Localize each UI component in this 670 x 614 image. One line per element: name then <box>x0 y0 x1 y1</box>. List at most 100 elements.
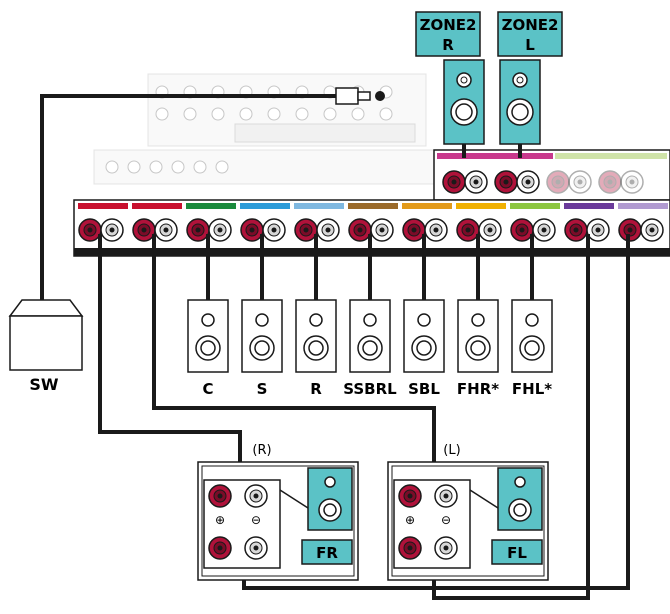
negative-terminal <box>424 218 448 242</box>
woofer-cone <box>513 503 527 517</box>
negative-terminal <box>244 536 268 560</box>
positive-terminal <box>240 218 264 242</box>
negative-terminal <box>316 218 340 242</box>
front-speaker-left: (L) ⊕ ⊖ FL <box>387 443 549 581</box>
woofer-cone <box>323 503 337 517</box>
subwoofer-cable <box>40 94 340 300</box>
tweeter <box>201 313 215 327</box>
speaker-6: FHR* <box>457 299 499 398</box>
rear-jack <box>193 160 207 174</box>
channel-label: (L) <box>443 443 460 458</box>
zone2-right-title: ZONE2 <box>420 16 477 34</box>
speaker-label: S <box>257 380 268 398</box>
woofer <box>249 335 275 361</box>
minus-symbol: ⊖ <box>251 513 261 527</box>
tweeter <box>255 313 269 327</box>
negative-terminal <box>434 536 458 560</box>
speaker-4: SSBRL <box>343 299 397 398</box>
zone-positive-terminal <box>442 170 466 194</box>
pointer-line <box>469 489 499 509</box>
zone-positive-terminal <box>494 170 518 194</box>
tweeter <box>309 313 323 327</box>
zone-positive-terminal <box>598 170 622 194</box>
channel-label: (R) <box>252 443 271 458</box>
woofer <box>411 335 437 361</box>
subwoofer: SW <box>8 299 84 394</box>
tweeter <box>417 313 431 327</box>
rear-jack <box>183 107 197 121</box>
zone2-right-speaker: ZONE2 R <box>415 11 485 145</box>
strip-color-band <box>618 203 668 209</box>
strip-color-band <box>186 203 236 209</box>
speaker-3: R <box>295 299 337 398</box>
speaker-label: SBL <box>408 380 440 398</box>
positive-terminal <box>186 218 210 242</box>
speaker-1: C <box>187 299 229 398</box>
negative-terminal <box>370 218 394 242</box>
rear-jack <box>379 107 393 121</box>
zone-positive-terminal <box>546 170 570 194</box>
negative-terminal <box>100 218 124 242</box>
rear-jack <box>155 107 169 121</box>
positive-terminal <box>208 484 232 508</box>
rear-jack <box>211 107 225 121</box>
rear-jack <box>295 107 309 121</box>
woofer-cone <box>416 340 432 356</box>
woofer-cone <box>524 340 540 356</box>
speaker-tag-box <box>491 539 543 565</box>
woofer <box>357 335 383 361</box>
front-speaker-right: (R)⊕⊖FR <box>197 443 359 581</box>
receiver-rear-panel <box>93 73 435 185</box>
zone-negative-terminal <box>568 170 592 194</box>
zone2-right-channel: R <box>442 36 454 54</box>
speaker-tag: FL <box>507 544 527 562</box>
front-right-wire-b <box>152 234 436 480</box>
tweeter <box>363 313 377 327</box>
speaker-5: SBL <box>403 299 445 398</box>
plus-symbol: ⊕ <box>405 513 415 527</box>
positive-terminal <box>398 484 422 508</box>
strip-color-band <box>402 203 452 209</box>
woofer <box>318 498 342 522</box>
negative-terminal <box>208 218 232 242</box>
tweeter <box>514 476 526 488</box>
tweeter <box>324 476 336 488</box>
negative-terminal <box>586 218 610 242</box>
speaker-tag: FR <box>316 544 338 562</box>
woofer-cone <box>470 340 486 356</box>
woofer-cone <box>254 340 270 356</box>
positive-terminal <box>564 218 588 242</box>
woofer-cone <box>200 340 216 356</box>
woofer <box>303 335 329 361</box>
tweeter <box>525 313 539 327</box>
surround-speaker-row: C S R SSBRL SBL FHR* FHL* <box>187 299 553 398</box>
rear-jack <box>323 107 337 121</box>
positive-terminal <box>348 218 372 242</box>
speaker-inner-box <box>201 465 355 577</box>
rear-jack <box>351 107 365 121</box>
rear-jack <box>215 160 229 174</box>
front-right-wire-a <box>98 234 242 480</box>
woofer <box>465 335 491 361</box>
strip-color-band <box>294 203 344 209</box>
woofer <box>195 335 221 361</box>
speaker-label: R <box>310 380 322 398</box>
tweeter <box>471 313 485 327</box>
rear-jack <box>105 160 119 174</box>
speaker-label: C <box>202 380 213 398</box>
minus-symbol: ⊖ <box>441 513 451 527</box>
positive-terminal <box>208 536 232 560</box>
speaker-label: FHL* <box>512 380 552 398</box>
speaker-inner-box <box>391 465 545 577</box>
strip-color-band <box>132 203 182 209</box>
pointer-line <box>279 489 309 509</box>
zone2-left-speaker: ZONE2 L <box>497 11 563 145</box>
negative-terminal <box>478 218 502 242</box>
strip-color-band <box>510 203 560 209</box>
speaker-tag-box <box>301 539 353 565</box>
rear-jack <box>267 107 281 121</box>
strip-color-band <box>564 203 614 209</box>
zone2-terminal-strip <box>433 149 670 201</box>
rca-plug <box>335 87 385 105</box>
